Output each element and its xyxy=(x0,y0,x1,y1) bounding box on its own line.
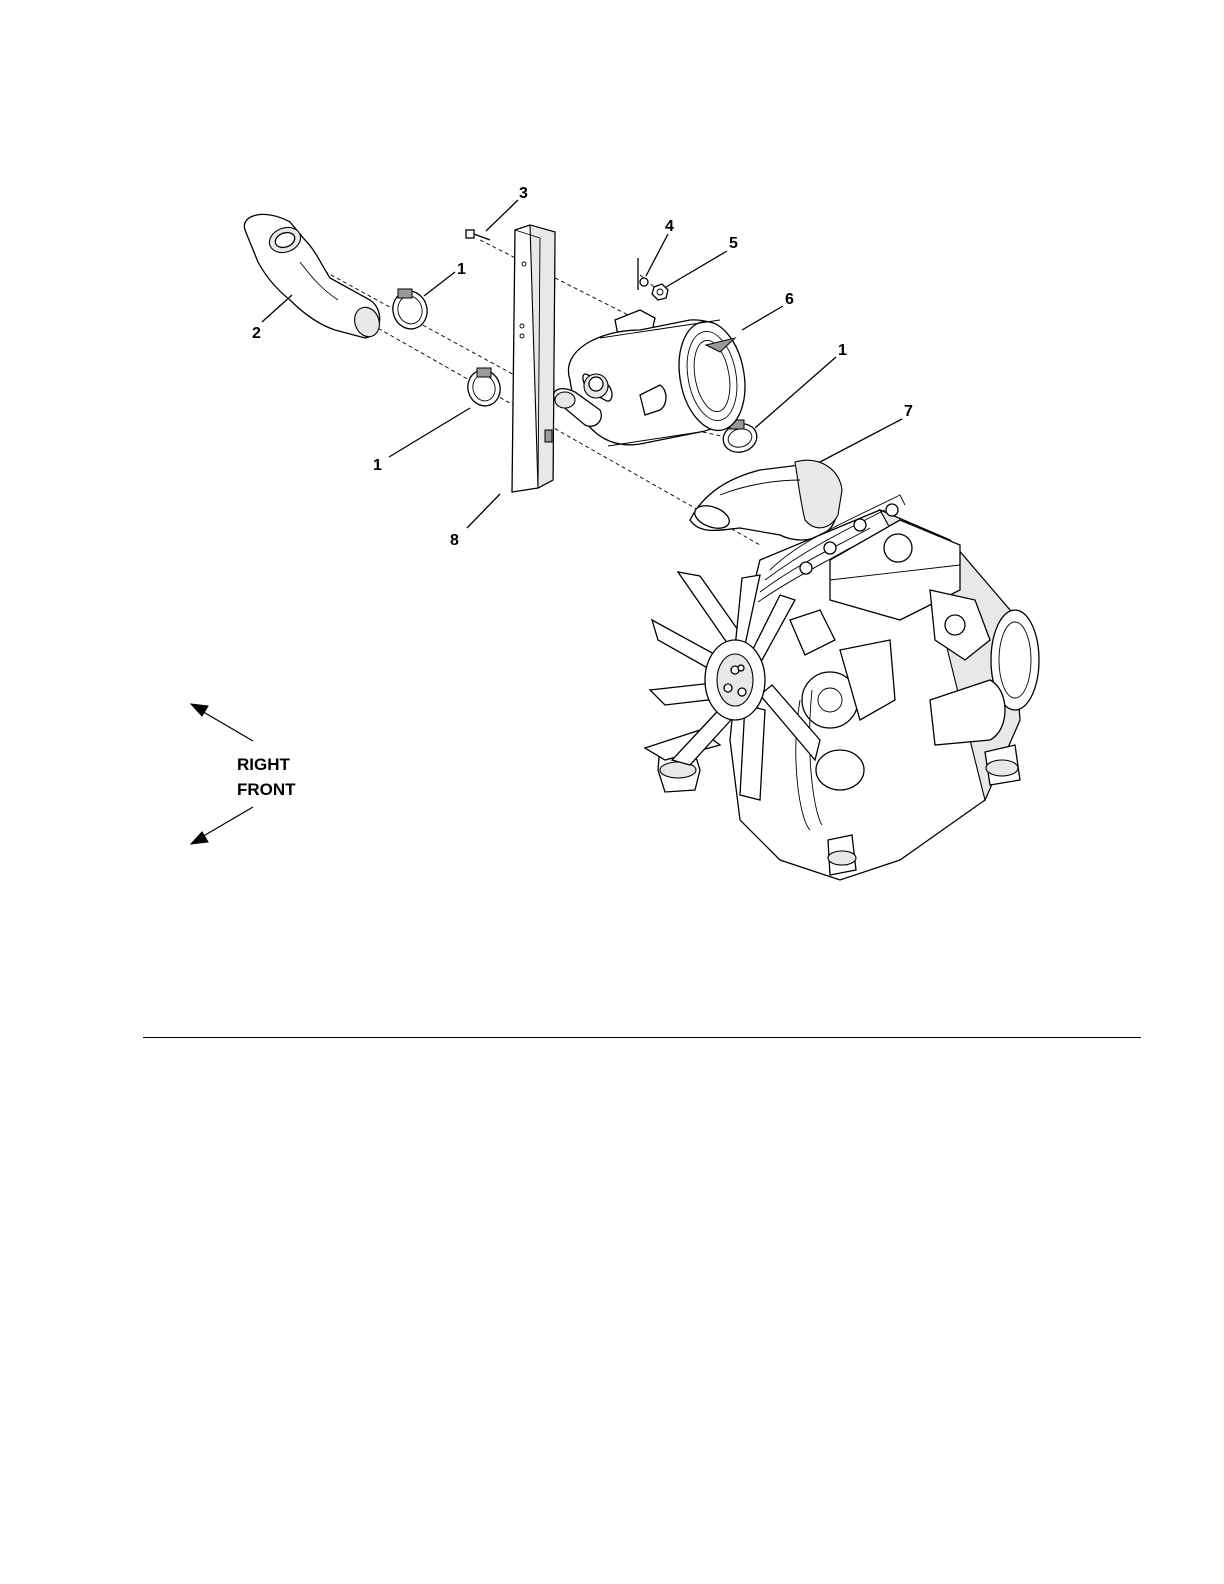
callout-1-upper: 1 xyxy=(457,261,466,278)
front-arrow-icon xyxy=(191,832,208,844)
direction-indicator: RIGHT FRONT xyxy=(191,704,296,844)
callout-3: 3 xyxy=(519,185,528,202)
callout-7: 7 xyxy=(904,403,913,420)
front-arrow-shaft xyxy=(200,807,253,838)
callout-5: 5 xyxy=(729,235,738,252)
right-arrow-icon xyxy=(191,704,208,716)
callout-1-right: 1 xyxy=(838,342,847,359)
hose-clamp-middle xyxy=(464,366,504,409)
intake-hose-elbow xyxy=(244,214,383,340)
direction-front-label: FRONT xyxy=(237,780,296,799)
callout-2: 2 xyxy=(252,325,261,342)
callout-6: 6 xyxy=(785,291,794,308)
direction-right-label: RIGHT xyxy=(237,755,291,774)
callout-1-lower: 1 xyxy=(373,457,382,474)
callout-4: 4 xyxy=(665,218,674,235)
horizontal-divider xyxy=(143,1037,1141,1038)
air-cleaner-assembly xyxy=(554,310,753,446)
engine-intake-hose xyxy=(690,460,842,540)
right-arrow-shaft xyxy=(200,710,253,741)
mounting-bolt xyxy=(466,230,490,240)
callout-8: 8 xyxy=(450,532,459,549)
air-cleaner-bracket xyxy=(512,225,555,492)
hex-nut xyxy=(652,284,668,300)
